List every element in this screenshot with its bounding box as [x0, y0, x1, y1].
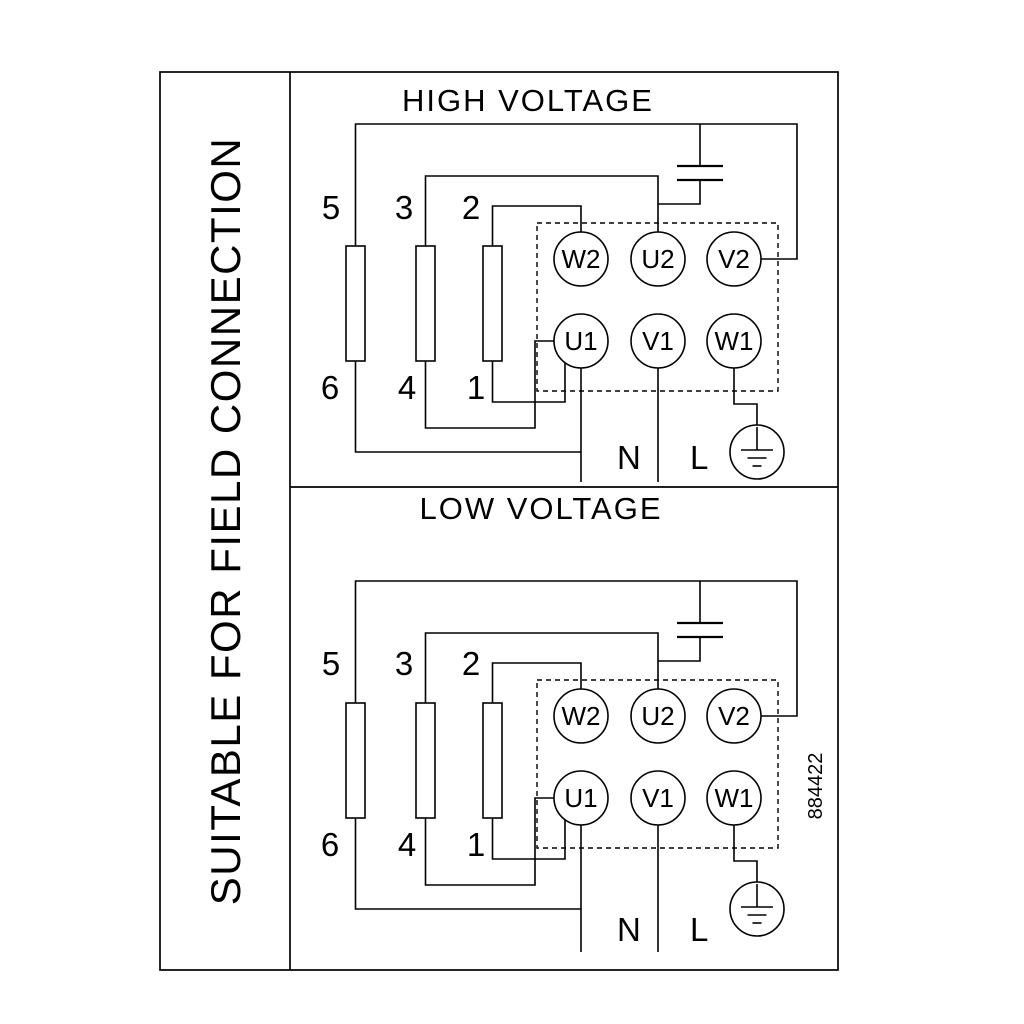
terminal-label: W1: [715, 783, 754, 813]
wire-3-to-u2: [424, 175, 659, 246]
outer-frame: [159, 71, 839, 971]
terminal-circle: [630, 770, 686, 826]
terminal-w2: W2: [553, 688, 609, 744]
link-5-6: [345, 245, 366, 362]
wire-4-to-u1: [424, 797, 554, 886]
link-3-4: [415, 702, 436, 819]
wire-6-to-neutral: [354, 361, 581, 453]
terminal-u2: U2: [630, 231, 686, 287]
terminal-circle: [553, 688, 609, 744]
terminal-circle: [630, 688, 686, 744]
terminal-circle: [553, 231, 609, 287]
terminal-label: W1: [715, 326, 754, 356]
pin-label-5: 5: [322, 645, 340, 682]
live-label: L: [690, 439, 708, 476]
wire-3-to-u2: [424, 632, 659, 703]
wire-6-to-neutral: [354, 818, 581, 910]
neutral-label: N: [617, 439, 641, 476]
part-number: 884422: [805, 753, 827, 820]
ground-lead: [733, 368, 758, 425]
pin-label-4: 4: [398, 369, 416, 406]
terminal-u1: U1: [553, 770, 609, 826]
terminal-w1: W1: [706, 313, 762, 369]
terminal-box: [536, 222, 779, 392]
pin-label-4: 4: [398, 826, 416, 863]
terminal-label: U2: [641, 701, 674, 731]
high-voltage-section: HIGH VOLTAGE 5 3 2 6 4 1 W2: [321, 83, 798, 482]
terminal-label: V2: [718, 701, 750, 731]
ground-symbol: [729, 368, 785, 480]
link-5-6: [345, 702, 366, 819]
terminal-v1: V1: [630, 770, 686, 826]
ground-lead: [733, 825, 758, 882]
terminal-u1: U1: [553, 313, 609, 369]
pin-label-6: 6: [321, 826, 339, 863]
pin-label-5: 5: [322, 189, 340, 226]
pin-label-2: 2: [462, 189, 480, 226]
terminal-circle: [630, 313, 686, 369]
terminal-box: [536, 679, 779, 849]
pin-label-6: 6: [321, 369, 339, 406]
wire-4-to-u1: [424, 340, 554, 429]
capacitor-bottom-lead: [658, 637, 701, 662]
terminal-label: U1: [564, 326, 597, 356]
terminal-label: U2: [641, 244, 674, 274]
ground-symbol: [729, 825, 785, 937]
high-voltage-title: HIGH VOLTAGE: [402, 83, 654, 118]
terminal-circle: [706, 688, 762, 744]
capacitor-bottom-lead: [658, 180, 701, 205]
terminal-circle: [630, 231, 686, 287]
link-2-1: [482, 702, 503, 819]
pin-label-1: 1: [467, 826, 485, 863]
low-voltage-title: LOW VOLTAGE: [419, 491, 662, 526]
link-3-4: [415, 245, 436, 362]
capacitor-symbol: [658, 124, 723, 205]
wire-5-to-v2: [354, 123, 798, 260]
live-label: L: [690, 911, 708, 948]
terminal-circle: [553, 770, 609, 826]
pin-label-1: 1: [467, 369, 485, 406]
terminal-label: V1: [642, 783, 674, 813]
pin-label-3: 3: [395, 645, 413, 682]
sidebar-label: SUITABLE FOR FIELD CONNECTION: [202, 137, 249, 905]
link-2-1: [482, 245, 503, 362]
wire-5-to-v2: [354, 580, 798, 717]
terminal-label: V2: [718, 244, 750, 274]
terminal-label: U1: [564, 783, 597, 813]
pin-label-2: 2: [462, 645, 480, 682]
wire-1-to-u1: [491, 361, 566, 403]
wire-2-to-w2: [491, 662, 582, 703]
terminal-label: W2: [562, 701, 601, 731]
neutral-label: N: [617, 911, 641, 948]
pin-label-3: 3: [395, 189, 413, 226]
terminal-w2: W2: [553, 231, 609, 287]
terminal-label: V1: [642, 326, 674, 356]
ground-circle: [729, 424, 785, 480]
terminal-circle: [553, 313, 609, 369]
terminal-u2: U2: [630, 688, 686, 744]
terminal-w1: W1: [706, 770, 762, 826]
terminal-label: W2: [562, 244, 601, 274]
wire-1-to-u1: [491, 818, 566, 860]
low-voltage-section: LOW VOLTAGE 5 3 2 6 4 1 W2: [321, 491, 798, 952]
ground-circle: [729, 881, 785, 937]
terminal-v1: V1: [630, 313, 686, 369]
terminal-v2: V2: [706, 688, 762, 744]
capacitor-symbol: [658, 581, 723, 662]
terminal-v2: V2: [706, 231, 762, 287]
wire-2-to-w2: [491, 205, 582, 246]
terminal-circle: [706, 231, 762, 287]
